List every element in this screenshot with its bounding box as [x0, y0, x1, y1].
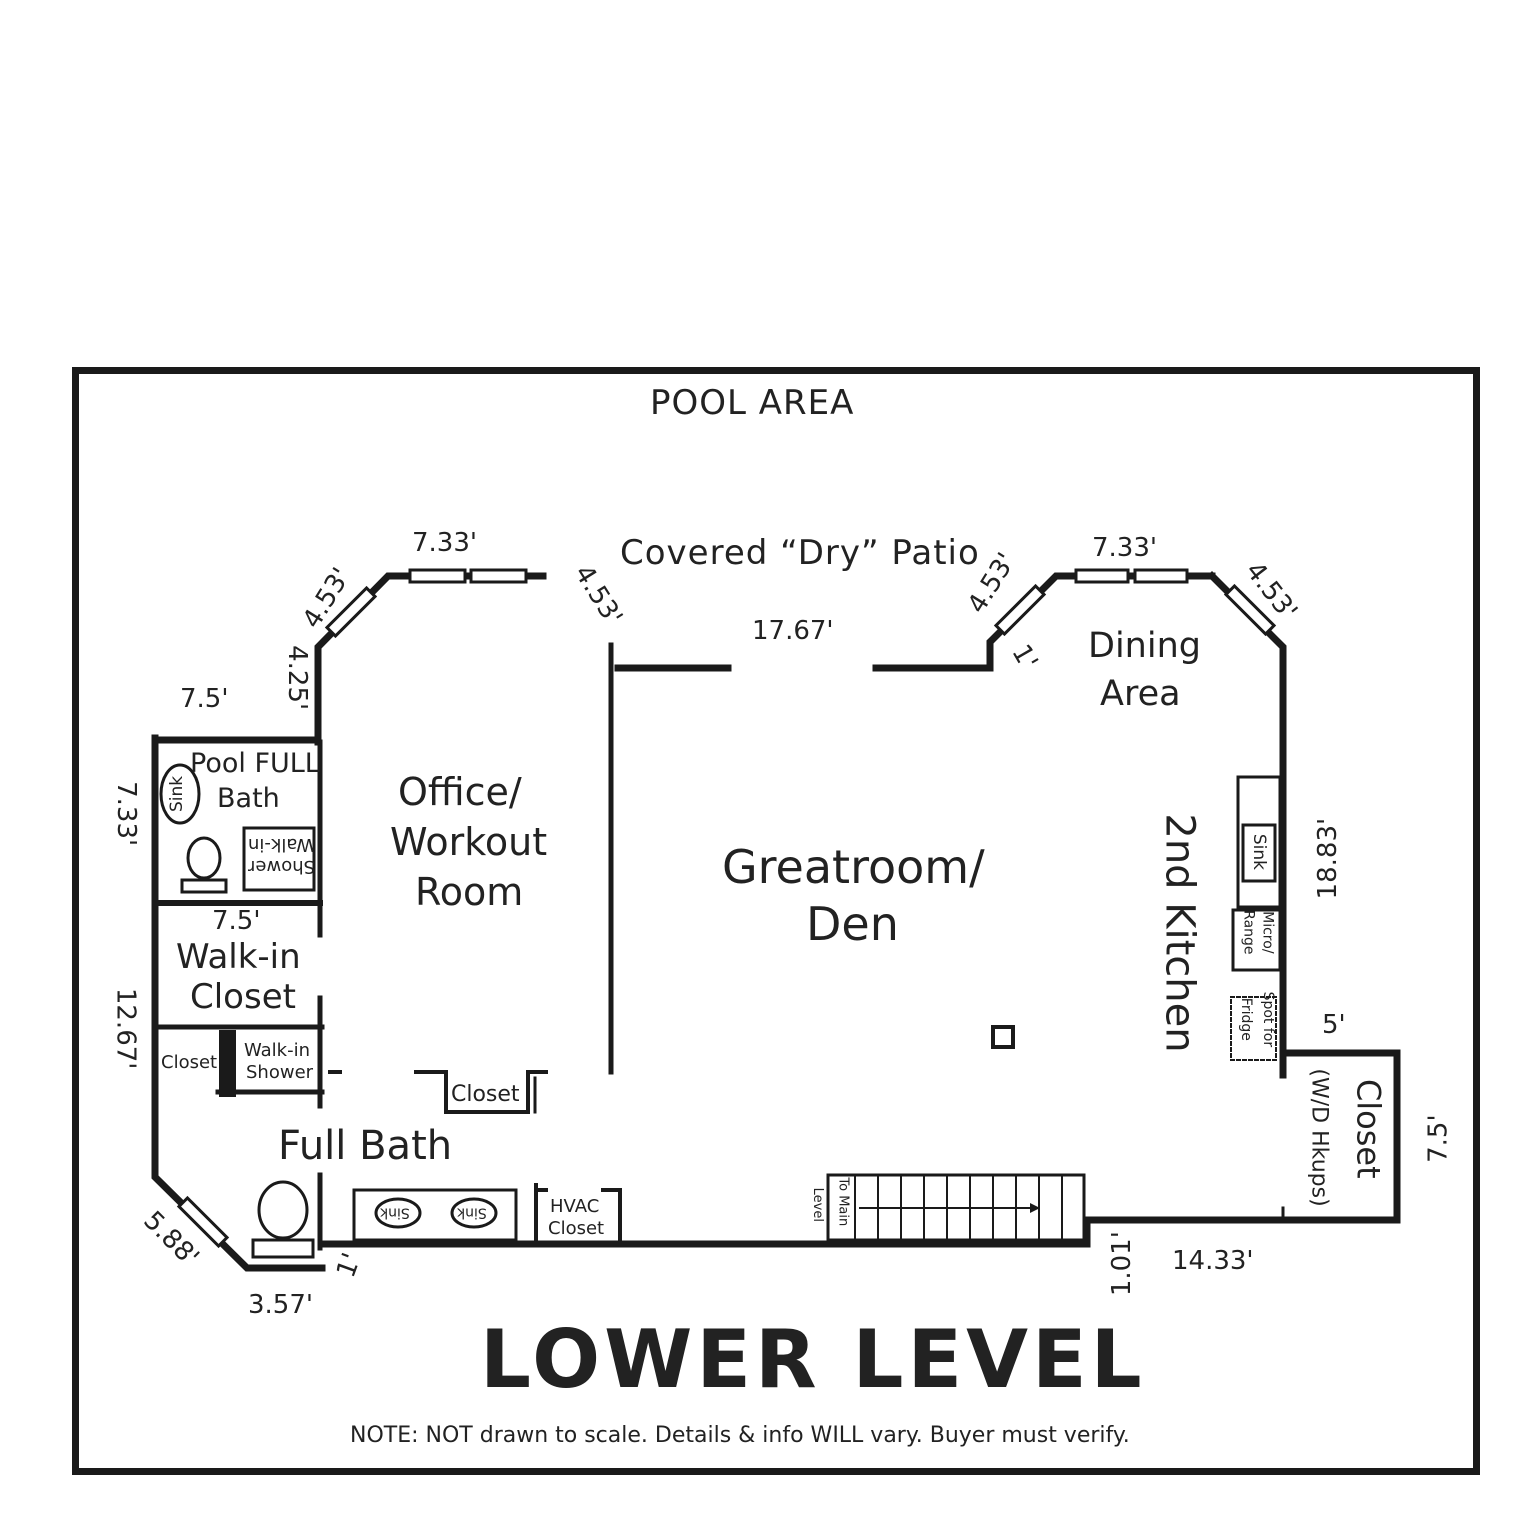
- micro-label-2: Range: [1240, 910, 1257, 955]
- kitchen-sink-label: Sink: [1248, 833, 1269, 870]
- dim-pool-bath-width: 7.5': [180, 684, 229, 714]
- dim-bottom-right: 14.33': [1172, 1246, 1254, 1276]
- office-label-2: Workout: [390, 820, 548, 864]
- walkin-closet-label-2: Closet: [190, 977, 296, 1017]
- pool-sink-icon: [159, 763, 201, 825]
- vanity-sink-left-label: Sink: [380, 1204, 410, 1221]
- office-label-3: Room: [415, 870, 524, 914]
- dim-pool-bath-depth: 7.33': [111, 781, 142, 847]
- office-closet-wall: [414, 1070, 548, 1114]
- pool-bath-label-2: Bath: [217, 783, 280, 814]
- vanity-counter: [352, 1188, 518, 1242]
- dining-label-1: Dining: [1088, 626, 1201, 666]
- full-bath-label: Full Bath: [278, 1123, 453, 1169]
- dim-patio-opening: 17.67': [752, 616, 834, 646]
- dim-stair-jog: 1.01': [1106, 1231, 1137, 1297]
- shower-label-1: Walk-in: [244, 1040, 311, 1061]
- dim-bottom-left: 3.57': [248, 1290, 314, 1320]
- dim-top-left-window: 7.33': [412, 528, 478, 558]
- fridge-label-1: Spot for: [1260, 991, 1277, 1048]
- office-label-1: Office/: [398, 770, 522, 814]
- closet-wd-label-2: (W/D Hkups): [1306, 1068, 1332, 1207]
- micro-label-1: Micro/: [1259, 911, 1276, 954]
- micro-range: [1231, 908, 1282, 972]
- pool-shower-label-2: Shower: [248, 855, 316, 877]
- dining-label-2: Area: [1100, 674, 1181, 714]
- kitchen-sink-icon: [1241, 823, 1277, 883]
- plan-note: NOTE: NOT drawn to scale. Details & info…: [350, 1423, 1130, 1448]
- pool-bath-label-1: Pool FULL: [190, 748, 320, 779]
- kitchen-label: 2nd Kitchen: [1156, 813, 1203, 1053]
- page-border: [72, 367, 1480, 1475]
- stairs-label-1: To Main: [835, 1177, 851, 1227]
- hvac-label-2: Closet: [548, 1218, 605, 1239]
- plan-title: LOWER LEVEL: [480, 1313, 1146, 1406]
- dark-divider: [219, 1030, 236, 1097]
- greatroom-label-2: Den: [806, 897, 899, 951]
- dim-top-right-window: 7.33': [1092, 533, 1158, 563]
- pool-sink-label: Sink: [167, 775, 188, 812]
- vanity-sink-right-icon: [450, 1197, 498, 1229]
- kitchen-counter: [1236, 775, 1282, 909]
- closet-wd-label-1: Closet: [1349, 1078, 1388, 1179]
- stairs-label-2: Level: [809, 1187, 825, 1222]
- pool-toilet-icon: [186, 836, 222, 880]
- office-closet-label: Closet: [451, 1082, 520, 1107]
- dim-closet-wd-width: 5': [1322, 1010, 1346, 1040]
- pool-area-label: POOL AREA: [650, 383, 855, 423]
- shower-label-2: Shower: [246, 1062, 314, 1083]
- dim-left-jog: 4.25': [282, 645, 313, 711]
- pool-shower: [242, 826, 316, 892]
- walkin-closet-label-1: Walk-in: [176, 937, 301, 977]
- dim-closet-wd-depth: 7.5': [1423, 1114, 1454, 1163]
- patio-label: Covered “Dry” Patio: [620, 533, 980, 573]
- stairs: [826, 1173, 1086, 1242]
- pool-shower-label-1: Walk-in: [248, 833, 315, 855]
- vanity-sink-left-icon: [374, 1197, 422, 1229]
- hvac-label-1: HVAC: [550, 1196, 600, 1217]
- small-closet-label: Closet: [161, 1052, 218, 1073]
- exterior-wall-bottom: [318, 1049, 1401, 1248]
- vanity-sink-right-label: Sink: [457, 1204, 487, 1221]
- dim-closet-width: 7.5': [212, 906, 261, 936]
- dim-kitchen-wall: 18.83': [1313, 817, 1344, 900]
- windows: [176, 568, 1277, 1249]
- greatroom-label-1: Greatroom/: [722, 840, 985, 894]
- fridge-label-2: Fridge: [1237, 997, 1254, 1041]
- column: [991, 1025, 1015, 1049]
- fullbath-toilet-icon: [257, 1180, 309, 1240]
- dim-left-lower: 12.67': [110, 987, 141, 1070]
